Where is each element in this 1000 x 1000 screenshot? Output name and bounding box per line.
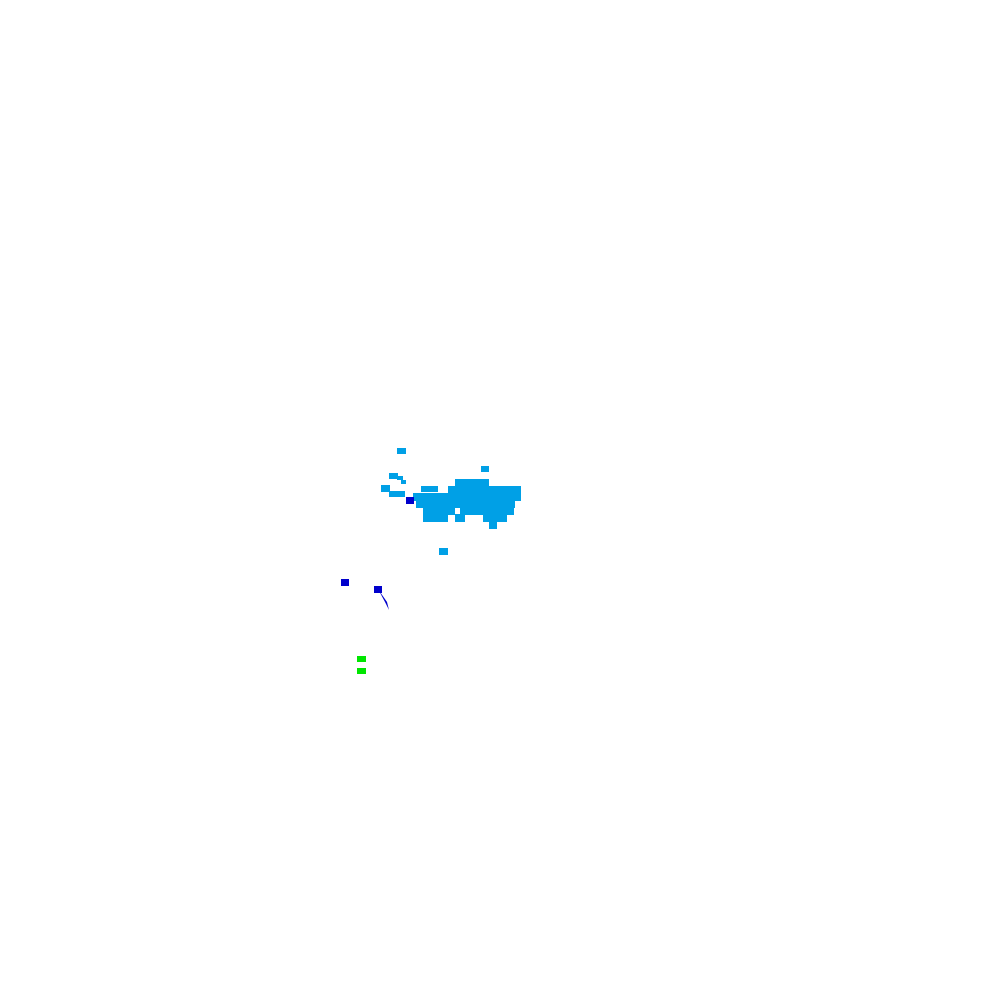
light-blue-cell — [423, 507, 455, 515]
light-blue-cell — [455, 479, 489, 486]
light-blue-cell — [413, 493, 521, 501]
green-cell — [357, 656, 366, 662]
light-blue-cell — [397, 476, 403, 480]
green-cell-group — [357, 656, 366, 674]
green-cell — [357, 668, 366, 674]
dark-blue-cell — [406, 497, 414, 504]
light-blue-cell — [455, 514, 465, 522]
light-blue-cell — [389, 473, 398, 479]
light-blue-cell — [481, 466, 489, 472]
light-blue-cell — [397, 448, 406, 454]
light-blue-cell — [401, 480, 406, 484]
light-blue-cell — [423, 514, 448, 522]
light-blue-cell — [460, 507, 514, 515]
light-blue-cell — [421, 486, 438, 492]
light-blue-cell — [489, 521, 497, 529]
light-blue-cell — [381, 485, 390, 492]
light-blue-cell — [439, 548, 448, 555]
light-blue-cell — [448, 486, 521, 494]
dark-blue-cell — [374, 586, 382, 593]
dark-blue-cell-group — [341, 497, 414, 610]
light-blue-cell — [389, 491, 405, 497]
light-blue-cell-cluster — [381, 448, 521, 555]
dark-blue-cell — [341, 579, 349, 586]
light-blue-cell — [416, 500, 515, 508]
light-blue-cell — [483, 514, 507, 522]
